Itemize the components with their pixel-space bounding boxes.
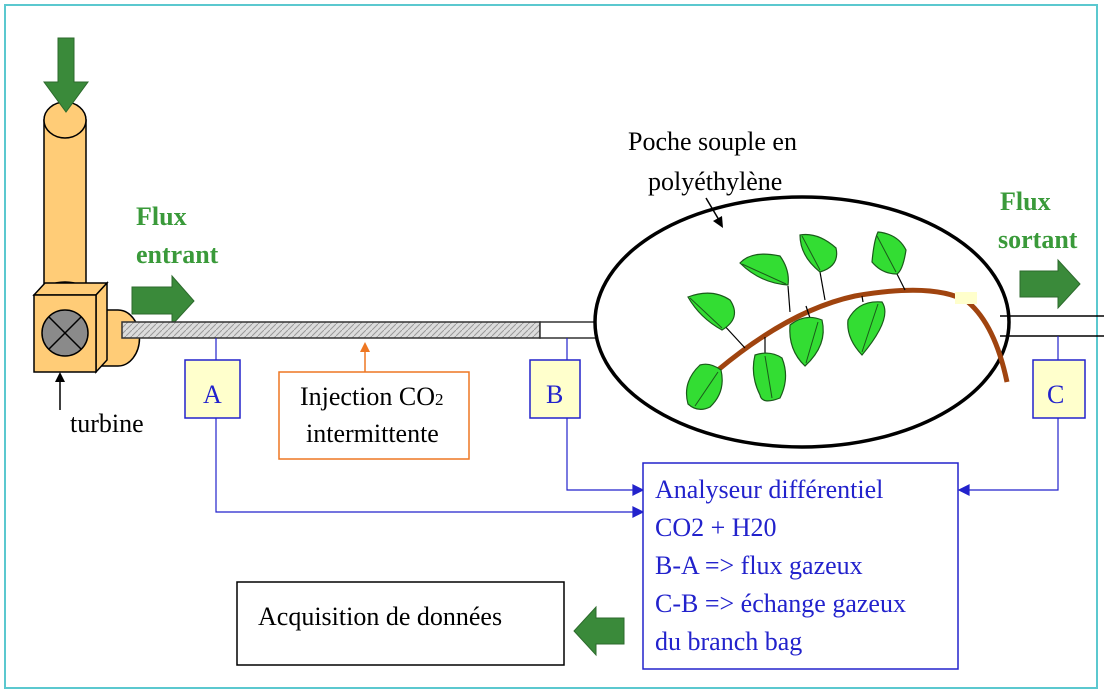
flux-sortant-arrow bbox=[1019, 258, 1081, 310]
leaf bbox=[685, 363, 723, 410]
flux-entrant-arrow bbox=[131, 274, 195, 327]
analyzer-line-3: B-A => flux gazeux bbox=[655, 551, 863, 580]
leaf bbox=[739, 253, 789, 286]
leaf-veins bbox=[689, 235, 897, 407]
analyzer-box: Analyseur différentiel CO2 + H20 B-A => … bbox=[642, 462, 959, 670]
turbine-pointer bbox=[55, 372, 65, 410]
leaf bbox=[847, 301, 886, 356]
leaf bbox=[799, 233, 838, 273]
acquisition-box: Acquisition de données bbox=[236, 581, 565, 666]
sensor-b-label: B bbox=[546, 380, 563, 409]
acquisition-label: Acquisition de données bbox=[258, 602, 502, 631]
sensor-c: C bbox=[1032, 359, 1086, 419]
flux-entrant-label-2: entrant bbox=[136, 240, 219, 269]
pipe-to-bag bbox=[539, 321, 597, 339]
injection-label-2: intermittente bbox=[306, 419, 439, 448]
intake-pipe bbox=[43, 101, 87, 303]
analyzer-line-1: Analyseur différentiel bbox=[655, 475, 883, 504]
leaves bbox=[685, 231, 907, 410]
sensor-c-label: C bbox=[1047, 380, 1064, 409]
analyzer-line-2: CO2 + H20 bbox=[655, 513, 777, 542]
sensor-b: B bbox=[529, 359, 581, 419]
branch bbox=[716, 287, 1010, 383]
leaf bbox=[789, 316, 824, 367]
flux-sortant-label-1: Flux bbox=[1000, 187, 1051, 216]
small-tag bbox=[955, 292, 977, 304]
flux-sortant-label-2: sortant bbox=[998, 225, 1078, 254]
inlet-pipe bbox=[121, 321, 541, 339]
poche-label-1: Poche souple en bbox=[628, 127, 797, 156]
leaf bbox=[687, 292, 736, 331]
flux-entrant-label-1: Flux bbox=[136, 202, 187, 231]
outlet-pipe bbox=[1000, 315, 1104, 337]
injection-label-1: Injection CO2 bbox=[300, 382, 444, 411]
analyzer-connectors bbox=[215, 418, 1059, 518]
injection-box: Injection CO2 intermittente bbox=[278, 371, 470, 460]
turbine-label: turbine bbox=[70, 409, 144, 438]
poche-pointer bbox=[705, 197, 723, 228]
leaf bbox=[752, 352, 787, 402]
leaf-petioles bbox=[721, 271, 906, 355]
sensor-a-label: A bbox=[203, 380, 222, 409]
sensor-taps bbox=[215, 336, 1059, 360]
intake-arrow bbox=[43, 37, 89, 113]
analyzer-line-4: C-B => échange gazeux bbox=[655, 589, 906, 618]
sensor-a: A bbox=[184, 359, 241, 419]
analyzer-line-5: du branch bag bbox=[655, 627, 802, 656]
acquisition-arrow bbox=[573, 605, 625, 657]
injection-pointer bbox=[360, 342, 370, 372]
poche-label-2: polyéthylène bbox=[648, 167, 782, 196]
